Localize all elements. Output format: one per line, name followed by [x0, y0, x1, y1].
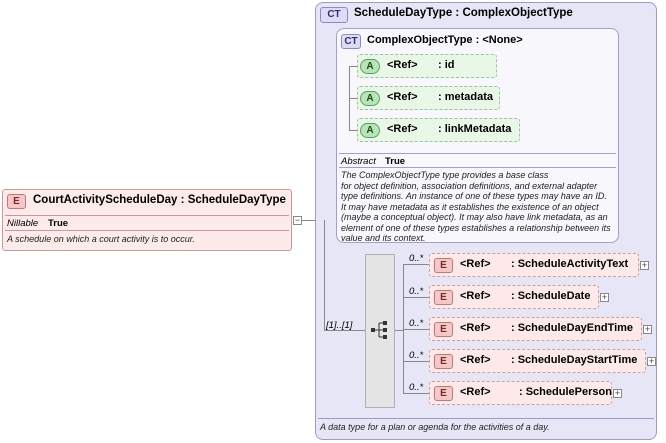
element-name: : ScheduleActivityText [511, 258, 629, 270]
abstract-value: True [385, 156, 406, 167]
element-scheduleactivitytext[interactable] [429, 253, 639, 277]
element-scheduledayendtime[interactable] [429, 317, 642, 341]
doc-line: type definitions. An instance of one of … [341, 191, 607, 201]
element-ref: <Ref> [460, 258, 491, 270]
child-cardinality: 0..* [409, 318, 424, 329]
complex-type-title[interactable]: ScheduleDayType : ComplexObjectType [354, 7, 573, 19]
attribute-linkmetadata[interactable] [357, 118, 520, 142]
root-element-name: CourtActivityScheduleDay [33, 194, 178, 206]
complex-type-doc: A data type for a plan or agenda for the… [320, 422, 550, 432]
sequence-connector-top [324, 220, 325, 330]
child-cardinality: 0..* [409, 253, 424, 264]
expand-toggle[interactable]: + [643, 324, 652, 334]
attribute-name: : linkMetadata [438, 123, 512, 135]
root-element-doc: A schedule on which a court activity is … [7, 234, 195, 244]
element-badge: E [434, 354, 453, 369]
doc-line: element of one of these types establishe… [341, 222, 611, 233]
attribute-ref: <Ref> [387, 91, 418, 103]
base-type-title[interactable]: ComplexObjectType : <None> [367, 34, 523, 46]
child-connector [403, 264, 429, 265]
element-name: : ScheduleDayEndTime [511, 322, 634, 334]
element-ref: <Ref> [460, 290, 491, 302]
doc-line: The ComplexObjectType type provides a ba… [341, 170, 549, 180]
element-ref: <Ref> [460, 354, 491, 366]
attribute-name: : metadata [438, 91, 494, 103]
base-type-base: <None> [482, 34, 523, 46]
child-connector [395, 330, 403, 331]
attribute-metadata[interactable] [357, 86, 500, 110]
element-badge: E [434, 258, 453, 273]
base-type-divider-2 [339, 167, 616, 168]
attribute-badge: A [360, 123, 380, 138]
base-type-divider [339, 153, 616, 154]
complex-type-sep: : [455, 7, 460, 19]
doc-line: (maybe a conceptual object). It may also… [341, 212, 608, 222]
base-type-name: ComplexObjectType [367, 34, 473, 46]
nillable-label: Nillable [7, 218, 39, 229]
element-badge: E [434, 386, 453, 401]
root-element-type: ScheduleDayType [187, 194, 286, 206]
complex-type-doc-divider [318, 418, 654, 419]
doc-line: value and its context. [341, 233, 426, 243]
complex-type-badge: CT [320, 7, 348, 23]
sequence-icon [371, 321, 387, 339]
complex-type-name: ScheduleDayType [354, 7, 453, 19]
sequence-cardinality: [1]..[1] [326, 320, 353, 331]
sequence-box[interactable] [365, 254, 395, 408]
element-name: : SchedulePerson [519, 386, 612, 398]
root-connector [302, 220, 316, 221]
doc-line: for object definition, association defin… [341, 180, 598, 191]
attribute-id[interactable] [357, 54, 497, 78]
element-ref: <Ref> [460, 386, 491, 398]
root-element-box[interactable] [2, 189, 292, 251]
element-ref: <Ref> [460, 322, 491, 334]
expand-toggle[interactable]: + [640, 260, 649, 270]
attribute-ref: <Ref> [387, 123, 418, 135]
attr-connector-metadata [349, 98, 358, 99]
attribute-name: : id [438, 59, 455, 71]
sequence-connector-h [324, 330, 365, 331]
root-element-sep: : [180, 194, 185, 206]
doc-line: It may have metadata as it establishes t… [341, 201, 599, 212]
element-scheduledate[interactable] [429, 285, 599, 309]
base-type-doc: The ComplexObjectType type provides a ba… [341, 170, 616, 244]
attr-connector-linkmetadata [349, 130, 358, 131]
root-element-badge: E [7, 194, 26, 209]
nillable-value: True [48, 218, 69, 229]
children-connector-vertical [403, 264, 404, 393]
base-type-badge: CT [341, 34, 361, 49]
attr-connector-id [349, 66, 358, 67]
element-scheduleperson[interactable] [429, 381, 612, 405]
complex-type-base: ComplexObjectType [462, 7, 573, 19]
root-element-title: CourtActivityScheduleDay : ScheduleDayTy… [33, 194, 286, 206]
attribute-badge: A [360, 91, 380, 106]
element-badge: E [434, 290, 453, 305]
base-type-sep: : [475, 34, 480, 46]
child-cardinality: 0..* [409, 350, 424, 361]
expand-toggle[interactable]: + [647, 356, 656, 366]
expand-toggle[interactable]: + [600, 292, 609, 302]
element-scheduledaystarttime[interactable] [429, 349, 646, 373]
root-divider-2 [5, 230, 289, 231]
expand-toggle[interactable]: + [613, 388, 622, 398]
child-connector [403, 329, 429, 330]
attribute-ref: <Ref> [387, 59, 418, 71]
child-connector [403, 297, 429, 298]
child-cardinality: 0..* [409, 382, 424, 393]
element-name: : ScheduleDate [511, 290, 591, 302]
root-divider [5, 215, 289, 216]
collapse-toggle[interactable]: − [293, 215, 302, 225]
element-badge: E [434, 322, 453, 337]
child-cardinality: 0..* [409, 286, 424, 297]
abstract-label: Abstract [341, 156, 376, 167]
attribute-badge: A [360, 59, 380, 74]
element-name: : ScheduleDayStartTime [511, 354, 638, 366]
child-connector [403, 393, 429, 394]
child-connector [403, 361, 429, 362]
